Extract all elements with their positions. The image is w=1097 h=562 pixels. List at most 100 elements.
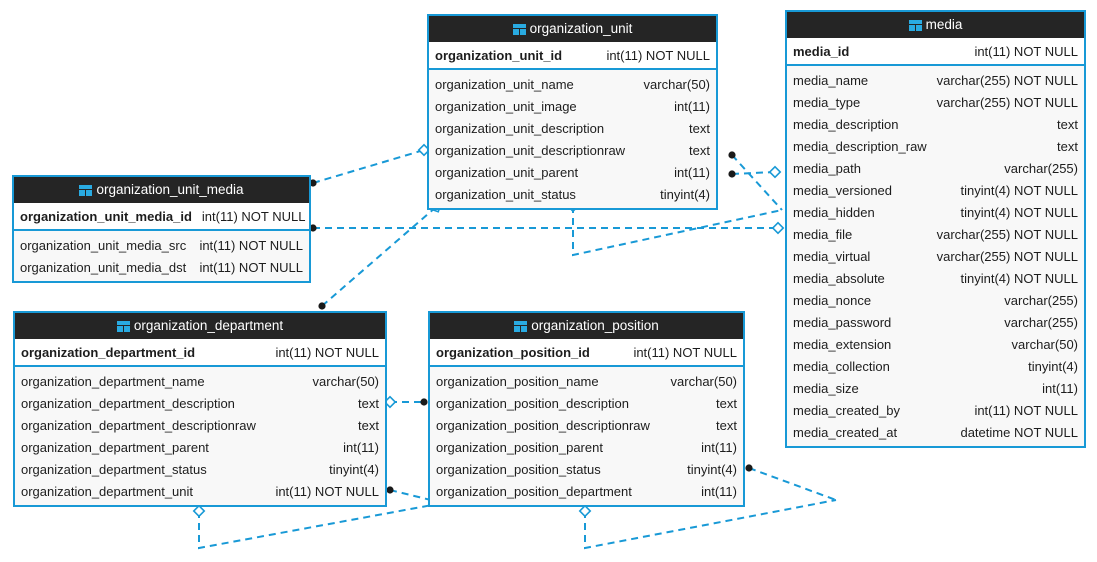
table-header-organization_unit_media[interactable]: organization_unit_media	[14, 177, 309, 203]
field-name: organization_unit_media_dst	[20, 259, 187, 275]
field-type: text	[716, 395, 737, 411]
relationship-organization_position_status-to-right-route[interactable]	[745, 464, 837, 501]
field-type: int(11) NOT NULL	[974, 402, 1078, 418]
field-type: int(11)	[1042, 380, 1078, 396]
relationship-organization_position-bottom-diamond-route[interactable]	[578, 499, 837, 550]
relationship-line	[312, 149, 425, 184]
relationship-organization_unit_status-to-media_path[interactable]	[728, 165, 782, 179]
field-type: varchar(255) NOT NULL	[936, 248, 1078, 264]
field-type: text	[1057, 116, 1078, 132]
field-type: int(11) NOT NULL	[606, 47, 710, 63]
field-name: organization_department_descriptionraw	[21, 417, 256, 433]
field-name: media_virtual	[793, 248, 871, 264]
table-header-organization_position[interactable]: organization_position	[430, 313, 743, 339]
table-header-media[interactable]: media	[787, 12, 1084, 38]
table-icon	[514, 321, 528, 332]
field-name: media_description	[793, 116, 899, 132]
relationship-organization_unit_media-to-media_file[interactable]	[309, 221, 785, 235]
relationship-line	[731, 154, 783, 211]
relationship-organization_unit_parent-to-media_hidden-a[interactable]	[728, 151, 783, 211]
field-row[interactable]: organization_unit_media_dst int(11) NOT N…	[14, 256, 309, 278]
field-type: tinyint(4)	[687, 461, 737, 477]
field-row[interactable]: media_virtual varchar(255) NOT NULL	[787, 245, 1084, 267]
table-icon	[908, 20, 922, 31]
field-type: int(11) NOT NULL	[201, 208, 306, 224]
field-name: organization_department_id	[21, 344, 196, 360]
field-name: media_absolute	[793, 270, 885, 286]
field-type: text	[716, 417, 737, 433]
relationship-endpoint-dot	[728, 170, 736, 178]
field-name: media_id	[793, 43, 850, 59]
field-name: organization_department_name	[21, 373, 205, 389]
field-name: media_name	[793, 72, 869, 88]
field-type: varchar(255) NOT NULL	[936, 226, 1078, 242]
field-name: organization_position_status	[436, 461, 601, 477]
field-row[interactable]: organization_unit_description text	[429, 117, 716, 139]
field-type: text	[689, 120, 710, 136]
field-row[interactable]: media_description text	[787, 113, 1084, 135]
table-icon	[79, 185, 93, 196]
field-name: organization_unit_image	[435, 98, 577, 114]
field-name: organization_unit_media_src	[20, 237, 187, 253]
table-header-organization_unit[interactable]: organization_unit	[429, 16, 716, 42]
relationship-endpoint-diamond	[192, 504, 206, 518]
field-name: media_type	[793, 94, 861, 110]
field-type: int(11) NOT NULL	[199, 259, 303, 275]
field-name: media_collection	[793, 358, 890, 374]
table-header-organization_department[interactable]: organization_department	[15, 313, 385, 339]
relationship-organization_department-bottom-diamond-route[interactable]	[192, 502, 444, 550]
field-name: media_hidden	[793, 204, 875, 220]
relationship-organization_department-header-to-organization_unit-bottom[interactable]	[318, 201, 442, 310]
field-row[interactable]: organization_position_status tinyint(4)	[430, 458, 743, 480]
relationship-endpoint-diamond	[768, 165, 782, 179]
relationship-organization_department_description-to-organization_position_description[interactable]	[383, 395, 428, 409]
field-type: varchar(255)	[1004, 314, 1078, 330]
field-name: media_created_at	[793, 424, 898, 440]
field-name: organization_department_status	[21, 461, 207, 477]
field-name: organization_unit_description	[435, 120, 605, 136]
relationship-organization_unit_media-to-organization_unit[interactable]	[309, 143, 431, 187]
